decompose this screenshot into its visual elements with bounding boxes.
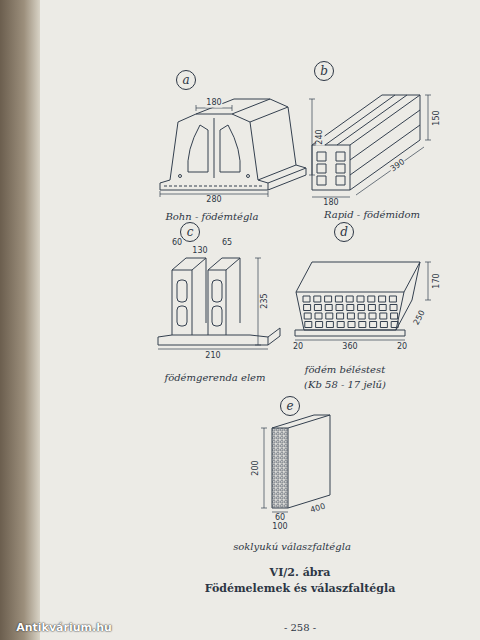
cavity [314,305,321,311]
dimension-label: 20 [292,343,304,352]
callout-circle: a [176,70,196,90]
dimension-label: 20 [396,343,408,352]
cavity [325,305,332,311]
cavity [304,305,311,311]
dimension-label: 60 [274,514,286,523]
dimension-label: 150 [433,109,442,126]
dimension-label: 360 [341,343,358,352]
cavity [305,322,312,328]
cavity [303,296,310,302]
dimension-label: 65 [221,239,233,248]
figure-number: VI/2. ábra [270,566,331,579]
cavity [348,322,355,328]
dimension-label: 130 [191,247,208,256]
callout-letter: a [182,74,189,86]
cavity [369,313,376,319]
cavity [326,313,333,319]
cavity [357,296,364,302]
callout-letter: d [340,226,348,238]
cavity [335,296,342,302]
dimension-label: 250 [412,308,428,327]
callout-letter: c [187,226,194,238]
cavity [379,296,386,302]
part-name: (Kb 58 - 17 jelű) [303,379,387,390]
cavity [316,322,323,328]
cavity [389,296,396,302]
dimension-label: 170 [433,272,442,289]
cavity [359,322,366,328]
dimension-label: 100 [271,523,288,532]
cavity [379,305,386,311]
dimension-label: 400 [308,502,327,515]
part-name: Bohn - födémtégla [164,211,259,222]
cavity [368,305,375,311]
callout-circle: e [280,396,300,416]
callout-letter: e [286,400,293,412]
dimension-label: 180 [322,199,339,208]
callout-letter: b [320,65,328,77]
cavity [337,322,344,328]
cavity [325,296,332,302]
dimension-label: 240 [316,128,325,145]
dimension-label: 200 [252,459,261,476]
cavity [347,313,354,319]
part-name: födém béléstest [304,364,386,375]
dimension-label: 180 [205,99,222,108]
part-name: soklyukú válaszfaltégla [232,541,352,552]
dimension-label: 235 [261,292,270,309]
figure-caption: Födémelemek és válaszfaltégla [205,582,396,595]
cavity [358,305,365,311]
callout-circle: d [334,222,354,242]
cavity [390,305,397,311]
cavity [326,322,333,328]
dimension-label: 280 [205,196,222,205]
cavity [391,322,398,328]
rapid-block [312,95,431,197]
cavity [391,313,398,319]
cavity [380,313,387,319]
cavity [346,296,353,302]
cavity [358,313,365,319]
beam-element [158,258,280,349]
cavity [314,296,321,302]
cavity [380,322,387,328]
cavity [368,296,375,302]
partition-brick [261,415,330,512]
part-name: födémgerenda elem [163,372,266,383]
callout-circle: b [314,61,334,81]
dimension-label: 210 [204,352,221,361]
cavity [370,322,377,328]
watermark: Antikvárium.hu [15,622,113,634]
cavity [347,305,354,311]
dimension-label: 60 [171,239,183,248]
part-name: Rapid - födémidom [323,209,421,220]
page-number: - 258 - [283,622,317,633]
cavity [315,313,322,319]
cavity [304,313,311,319]
book-binding [0,0,40,640]
infill-block [295,262,431,340]
bohn-brick [160,99,315,197]
cavity [336,305,343,311]
cavity [337,313,344,319]
